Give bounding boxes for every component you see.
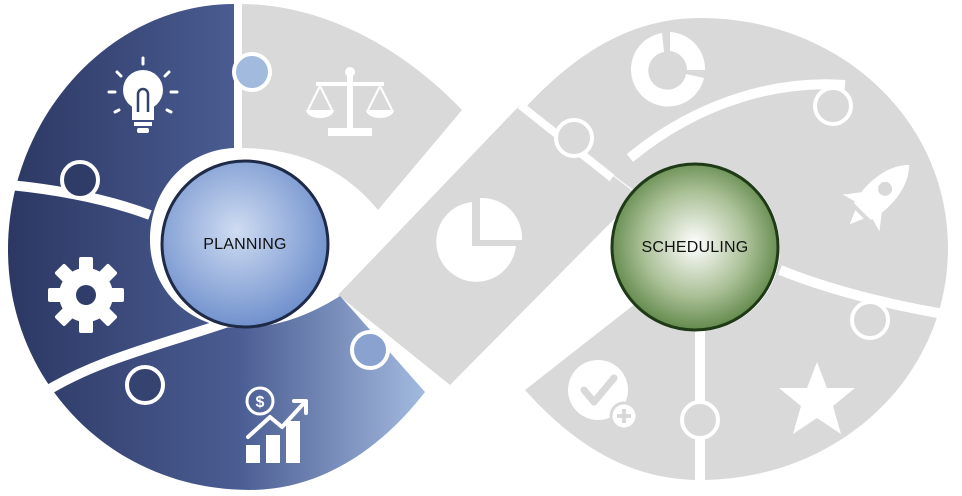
check-plus-icon [568, 360, 639, 431]
lightbulb-icon [107, 56, 179, 133]
balance-scale-icon [306, 67, 394, 136]
planning-hub: PLANNING [160, 159, 330, 329]
left-knob-upper [60, 160, 100, 200]
scheduling-hub-circle [610, 162, 780, 332]
left-blue-ring-shape [8, 4, 425, 490]
center-knob [554, 118, 594, 158]
planning-hub-circle [160, 159, 330, 329]
growth-chart-icon: $ [245, 386, 308, 463]
planning-label: PLANNING [203, 236, 286, 253]
donut-chart-icon [630, 32, 706, 107]
right-loop [525, 18, 951, 482]
right-knob-2 [850, 300, 890, 340]
gear-icon [48, 257, 124, 333]
growth-chart-dollar: $ [256, 394, 265, 411]
left-knob-top [232, 52, 272, 92]
left-knob-right [350, 330, 390, 370]
left-knob-lower [125, 365, 165, 405]
star-icon [779, 362, 855, 434]
left-loop: $ [8, 2, 462, 490]
right-ring-shape [525, 18, 948, 480]
pie-chart-icon [436, 197, 523, 282]
scheduling-hub: SCHEDULING [610, 162, 780, 332]
right-knob-3 [680, 400, 720, 440]
rocket-icon [842, 164, 910, 232]
center-crossing [338, 101, 638, 385]
right-separator-mid [778, 265, 951, 320]
right-knob-1 [813, 86, 853, 126]
right-separator-top [626, 79, 846, 162]
center-crossing-shape [338, 105, 638, 385]
scheduling-label: SCHEDULING [642, 239, 749, 256]
